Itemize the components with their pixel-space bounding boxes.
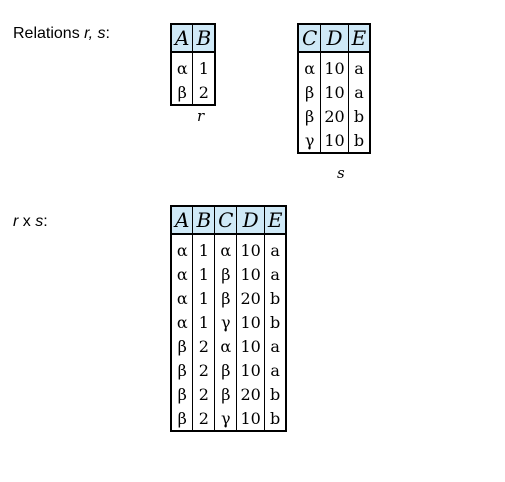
product-s-name: s (35, 213, 44, 230)
table-cell: 2 (192, 80, 217, 106)
table-cell: 2 (192, 358, 216, 382)
table-cell: a (263, 358, 288, 382)
table-cell: 1 (192, 262, 216, 286)
table-cell: 10 (236, 238, 265, 262)
relations-s-name: s (97, 25, 106, 42)
column-header: C (214, 205, 238, 235)
table-cell: β (214, 286, 238, 310)
table-cell: γ (214, 310, 238, 334)
table-cell: 10 (236, 334, 265, 358)
table-cell: 2 (192, 382, 216, 406)
table-cell: α (170, 286, 194, 310)
relations-r-name: r (84, 25, 89, 42)
table-cell: β (297, 80, 322, 104)
table-cell: 10 (320, 128, 349, 154)
table-cell: α (297, 56, 322, 80)
table-cell: β (214, 262, 238, 286)
column-header: A (170, 205, 194, 235)
table-cell: a (263, 238, 288, 262)
table-cell: β (170, 406, 194, 432)
table-cell: β (170, 80, 194, 106)
table-cell: β (170, 358, 194, 382)
table-cell: α (214, 334, 238, 358)
table-cell: b (263, 382, 288, 406)
column-header: E (347, 23, 372, 53)
product-colon: : (43, 213, 48, 230)
table-cell: a (347, 56, 372, 80)
relation-r-caption: r (197, 107, 205, 125)
table-cell: b (263, 286, 288, 310)
table-cell: b (263, 310, 288, 334)
table-cell: β (297, 104, 322, 128)
relations-label: Relations r, s: (13, 25, 110, 43)
table-cell: γ (297, 128, 322, 154)
column-header: D (236, 205, 265, 235)
product-label: r x s: (13, 213, 48, 231)
table-cell: β (214, 382, 238, 406)
product-r-name: r (13, 213, 19, 230)
table-cell: a (263, 334, 288, 358)
table-cell: 10 (236, 406, 265, 432)
table-cell: b (347, 104, 372, 128)
table-cell: α (170, 262, 194, 286)
column-header: C (297, 23, 322, 53)
table-cell: γ (214, 406, 238, 432)
table-cell: a (263, 262, 288, 286)
table-cell: 1 (192, 286, 216, 310)
column-header: B (192, 205, 216, 235)
table-cell: 10 (320, 80, 349, 104)
relations-prefix: Relations (13, 25, 85, 42)
table-cell: β (170, 382, 194, 406)
table-cell: 20 (236, 286, 265, 310)
table-cell: 20 (320, 104, 349, 128)
column-header: E (263, 205, 288, 235)
table-cell: 1 (192, 238, 216, 262)
relation-s-caption: s (337, 164, 345, 182)
table-cell: 10 (236, 262, 265, 286)
table-cell: 2 (192, 334, 216, 358)
table-cell: α (170, 238, 194, 262)
table-cell: α (170, 56, 194, 80)
table-cell: 1 (192, 56, 217, 80)
table-cell: b (263, 406, 288, 432)
table-cell: 20 (236, 382, 265, 406)
table-cell: 10 (236, 358, 265, 382)
product-operator: x (18, 213, 36, 230)
table-cell: β (214, 358, 238, 382)
table-cell: 2 (192, 406, 216, 432)
table-cell: a (347, 80, 372, 104)
column-header: A (170, 23, 194, 53)
table-cell: 10 (236, 310, 265, 334)
table-cell: 1 (192, 310, 216, 334)
column-header: B (192, 23, 217, 53)
table-cell: b (347, 128, 372, 154)
table-cell: α (170, 310, 194, 334)
table-cell: α (214, 238, 238, 262)
table-cell: β (170, 334, 194, 358)
column-header: D (320, 23, 349, 53)
relations-separator: , (88, 25, 98, 42)
relations-colon: : (105, 25, 110, 42)
table-cell: 10 (320, 56, 349, 80)
